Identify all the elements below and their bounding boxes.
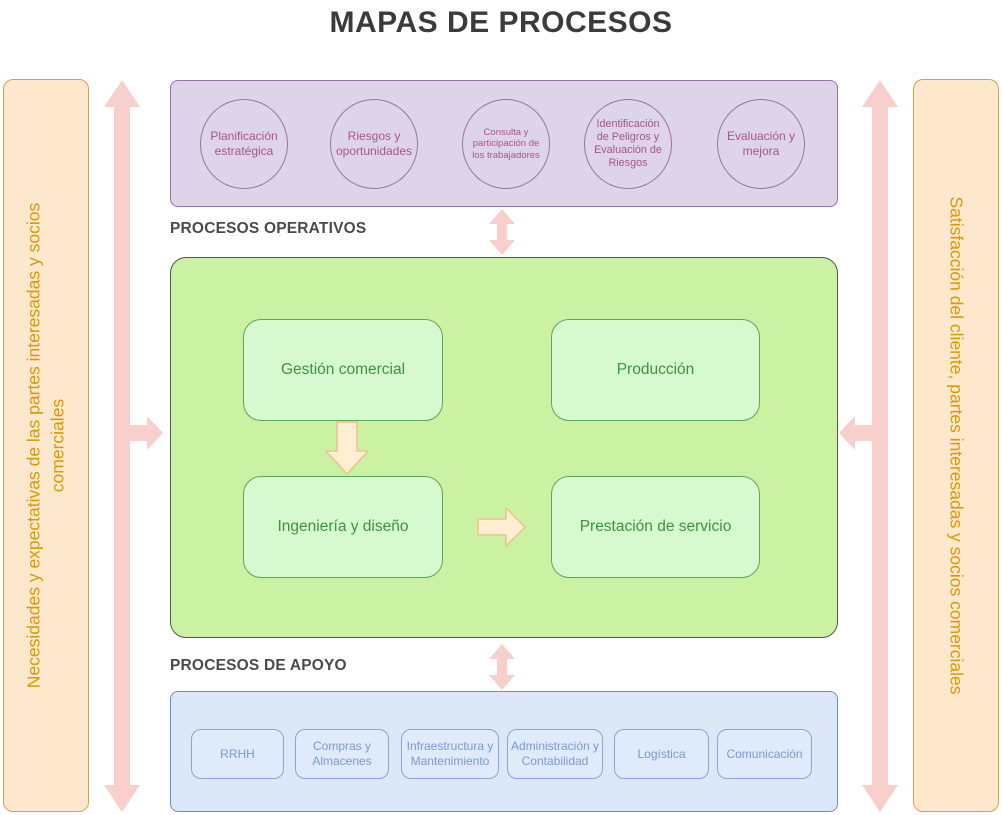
needs-expectations-label: Necesidades y expectativas de las partes… [23, 202, 67, 689]
right-branch-left-arrow [839, 416, 872, 450]
connector-strategic-operative-arrow [489, 209, 515, 255]
support-infraestructura-mantenimiento: Infraestructura y Mantenimiento [401, 729, 499, 779]
support-comunicacion: Comunicación [717, 729, 812, 779]
operative-processes-box [170, 257, 838, 638]
strategic-circle-riesgos: Riesgos y oportunidades [330, 99, 418, 189]
support-logistica: Logística [614, 729, 709, 779]
process-prestacion-servicio: Prestación de servicio [551, 476, 760, 578]
operative-processes-heading: PROCESOS OPERATIVOS [170, 220, 367, 237]
strategic-processes-box: Planificación estratégica Riesgos y opor… [170, 80, 838, 207]
process-produccion: Producción [551, 319, 760, 421]
connector-operative-support-arrow [489, 644, 515, 690]
support-administracion-contabilidad: Administración y Contabilidad [507, 729, 603, 779]
process-gestion-comercial: Gestión comercial [243, 319, 443, 421]
strategic-circle-consulta: Consulta y participación de los trabajad… [462, 99, 550, 189]
right-vertical-double-arrow [862, 80, 898, 812]
support-compras-almacenes: Compras y Almacenes [295, 729, 389, 779]
strategic-circle-evaluacion: Evaluación y mejora [717, 99, 805, 189]
strategic-circle-planificacion: Planificación estratégica [200, 99, 288, 189]
support-processes-heading: PROCESOS DE APOYO [170, 657, 347, 674]
left-vertical-double-arrow [104, 80, 140, 812]
diagram-title: MAPAS DE PROCESOS [329, 6, 673, 39]
satisfaction-label: Satisfacción del cliente, partes interes… [946, 196, 967, 695]
satisfaction-panel [913, 79, 999, 812]
support-rrhh: RRHH [191, 729, 284, 779]
process-ingenieria-diseno: Ingeniería y diseño [243, 476, 443, 578]
support-processes-box: RRHH Compras y Almacenes Infraestructura… [170, 691, 838, 812]
strategic-circle-identificacion: Identificación de Peligros y Evaluación … [584, 99, 672, 189]
left-branch-right-arrow [130, 416, 163, 450]
needs-expectations-panel [3, 79, 89, 812]
